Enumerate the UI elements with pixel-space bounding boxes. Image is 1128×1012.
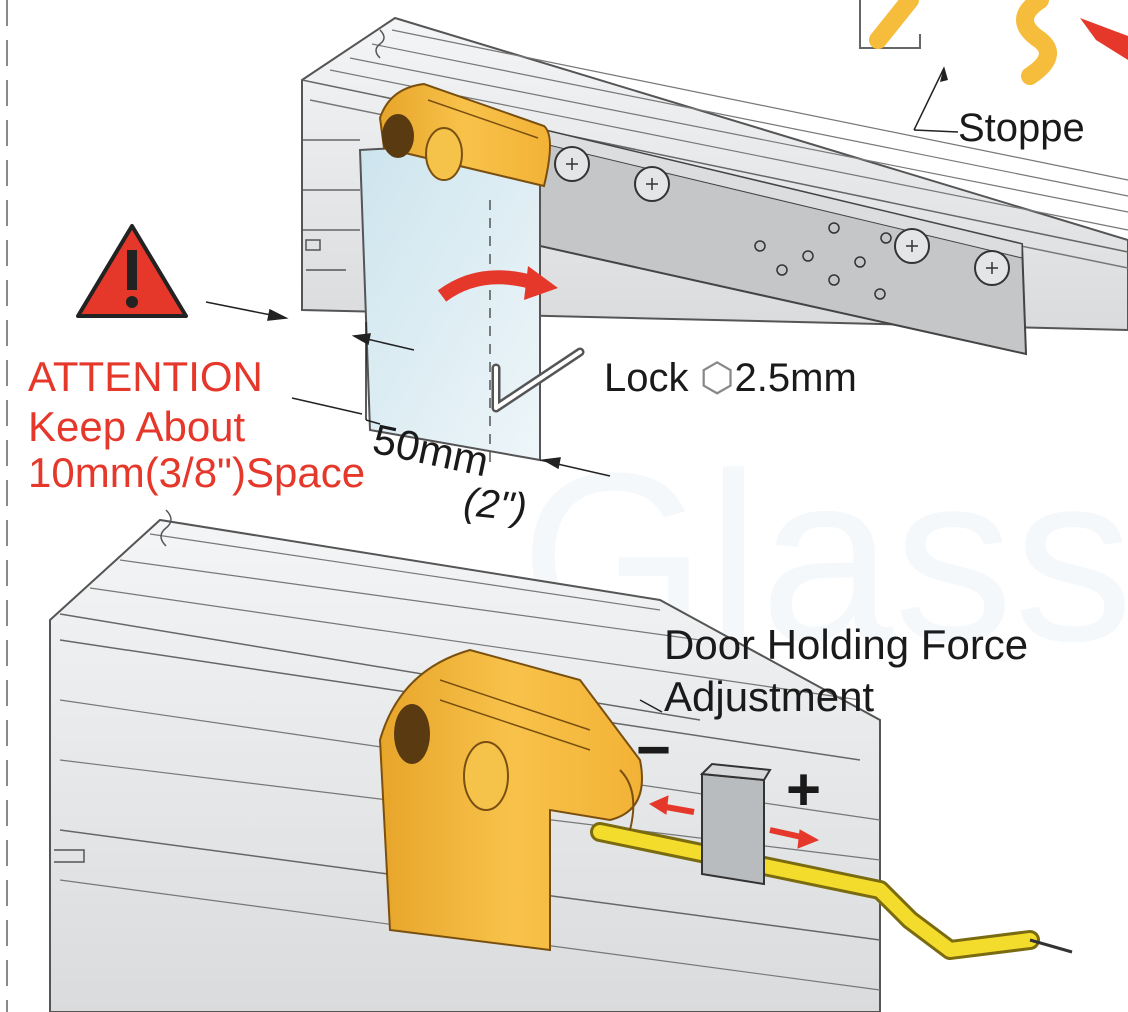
holding-force-label: Door Holding Force [664,621,1029,668]
lock-label: Lock ⬡2.5mm [604,358,857,398]
width-inch-label: (2") [461,480,529,531]
holding-force-adjustment-label: Adjustment [664,673,875,720]
bottom-clamp [378,648,643,952]
glass-panel-top [358,138,541,462]
lock-prefix: Lock [604,356,689,400]
attention-keep-about: Keep About [28,403,246,450]
plate-holes [754,222,892,300]
hex-key-icon: ⬡ [699,355,735,401]
stopper-label: Stoppe [958,106,1085,150]
warning-icon [76,224,188,318]
top-clamp [378,82,551,188]
attention-space: 10mm(3/8")Space [28,449,366,496]
adjust-arrows [648,795,820,849]
force-pointer-line [639,699,663,713]
dimension-lines [205,301,611,477]
lock-size: 2.5mm [734,356,857,400]
adjustment-slider [699,762,772,886]
attention-heading: ATTENTION [28,353,263,400]
minus-symbol: − [636,716,672,783]
stopper-detail [859,0,1128,133]
plus-symbol: + [786,756,822,823]
